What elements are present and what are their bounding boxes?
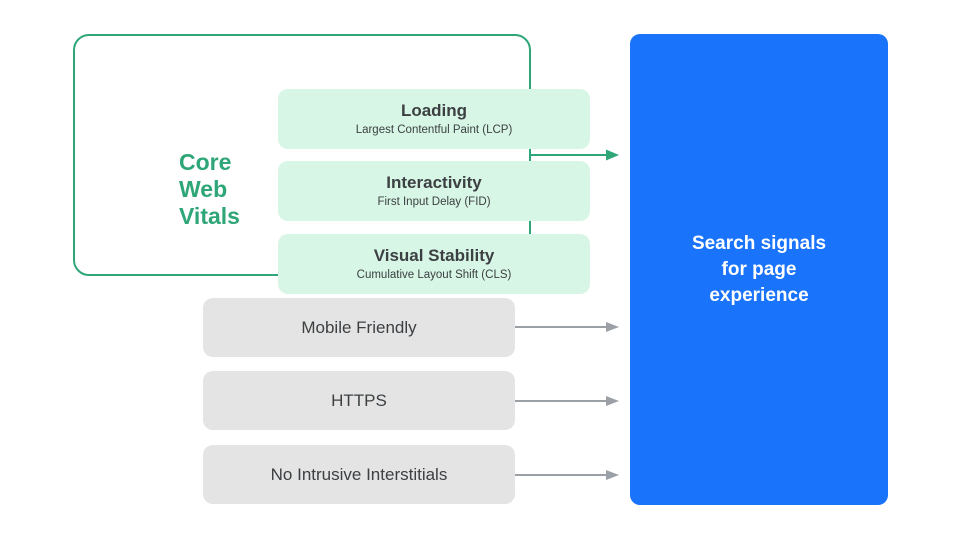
vital-title: Visual Stability: [373, 246, 495, 265]
arrow-right-gray-icon: [515, 394, 620, 408]
vital-title: Interactivity: [386, 173, 482, 192]
core-web-vitals-label: Core Web Vitals: [179, 149, 275, 230]
arrow-right-gray-icon: [515, 468, 620, 482]
result-line-3: experience: [709, 284, 809, 306]
vital-subtitle: First Input Delay (FID): [377, 196, 491, 208]
core-web-vitals-label-line-2: Web: [179, 176, 228, 202]
result-line-1: Search signals: [691, 232, 827, 254]
arrow-right-gray-icon: [515, 320, 620, 334]
signal-card-https[interactable]: HTTPS: [203, 371, 515, 430]
result-panel-search-signals[interactable]: Search signals for page experience: [630, 34, 888, 505]
vital-card-visual-stability[interactable]: Visual Stability Cumulative Layout Shift…: [278, 234, 590, 294]
signal-card-mobile-friendly[interactable]: Mobile Friendly: [203, 298, 515, 357]
result-panel-text: Search signals for page experience: [672, 231, 846, 309]
core-web-vitals-group: Core Web Vitals Loading Largest Contentf…: [73, 34, 590, 294]
core-web-vitals-label-line-1: Core: [179, 149, 232, 175]
vital-card-loading[interactable]: Loading Largest Contentful Paint (LCP): [278, 89, 590, 149]
core-web-vitals-label-line-3: Vitals: [179, 203, 240, 229]
arrow-right-green-icon: [530, 148, 620, 162]
signal-label: HTTPS: [331, 391, 387, 410]
vital-subtitle: Largest Contentful Paint (LCP): [355, 124, 513, 136]
vital-title: Loading: [400, 101, 468, 120]
signal-label: No Intrusive Interstitials: [270, 465, 448, 484]
vital-subtitle: Cumulative Layout Shift (CLS): [356, 269, 512, 281]
signal-label: Mobile Friendly: [301, 318, 417, 337]
result-line-2: for page: [721, 258, 797, 280]
vital-card-interactivity[interactable]: Interactivity First Input Delay (FID): [278, 161, 590, 221]
signal-card-no-intrusive-interstitials[interactable]: No Intrusive Interstitials: [203, 445, 515, 504]
